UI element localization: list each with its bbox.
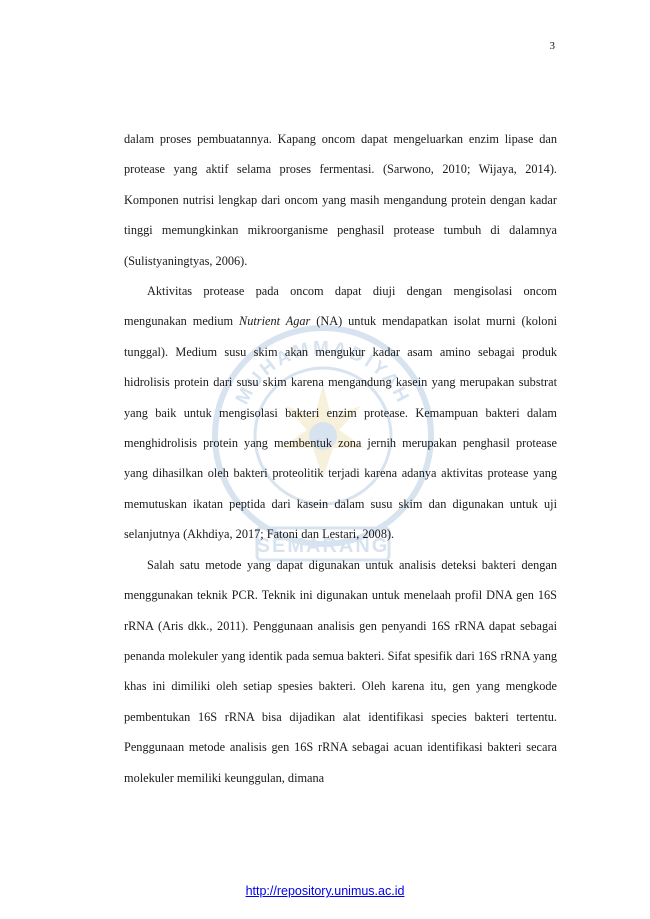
repository-link[interactable]: http://repository.unimus.ac.id — [245, 884, 405, 898]
seal-outer-ring — [212, 325, 434, 547]
university-seal-watermark: MUHAMMADIYAH SEMARANG — [212, 325, 434, 562]
body-text: dalam proses pembuatannya. Kapang oncom … — [124, 124, 557, 793]
paragraph-2: Aktivitas protease pada oncom dapat diuj… — [124, 276, 557, 550]
seal-center-dot — [309, 422, 337, 450]
seal-ribbon — [255, 526, 391, 562]
text-run: (NA) untuk mendapatkan isolat murni (kol… — [124, 314, 558, 542]
text-run: Aktivitas protease pada oncom dapat diuj… — [124, 284, 557, 329]
seal-inner-ring — [253, 366, 393, 506]
seal-sun-emblem — [281, 384, 365, 478]
paragraph-3: Salah satu metode yang dapat digunakan u… — [124, 550, 557, 793]
page-number: 3 — [549, 40, 556, 52]
seal-bottom-text: SEMARANG — [257, 535, 390, 557]
paragraph-1: dalam proses pembuatannya. Kapang oncom … — [124, 124, 557, 276]
italic-term: Nutrient Agar — [239, 314, 311, 329]
text-run: dalam proses pembuatannya. Kapang oncom … — [124, 132, 557, 268]
text-run: Salah satu metode yang dapat digunakan u… — [124, 557, 557, 785]
